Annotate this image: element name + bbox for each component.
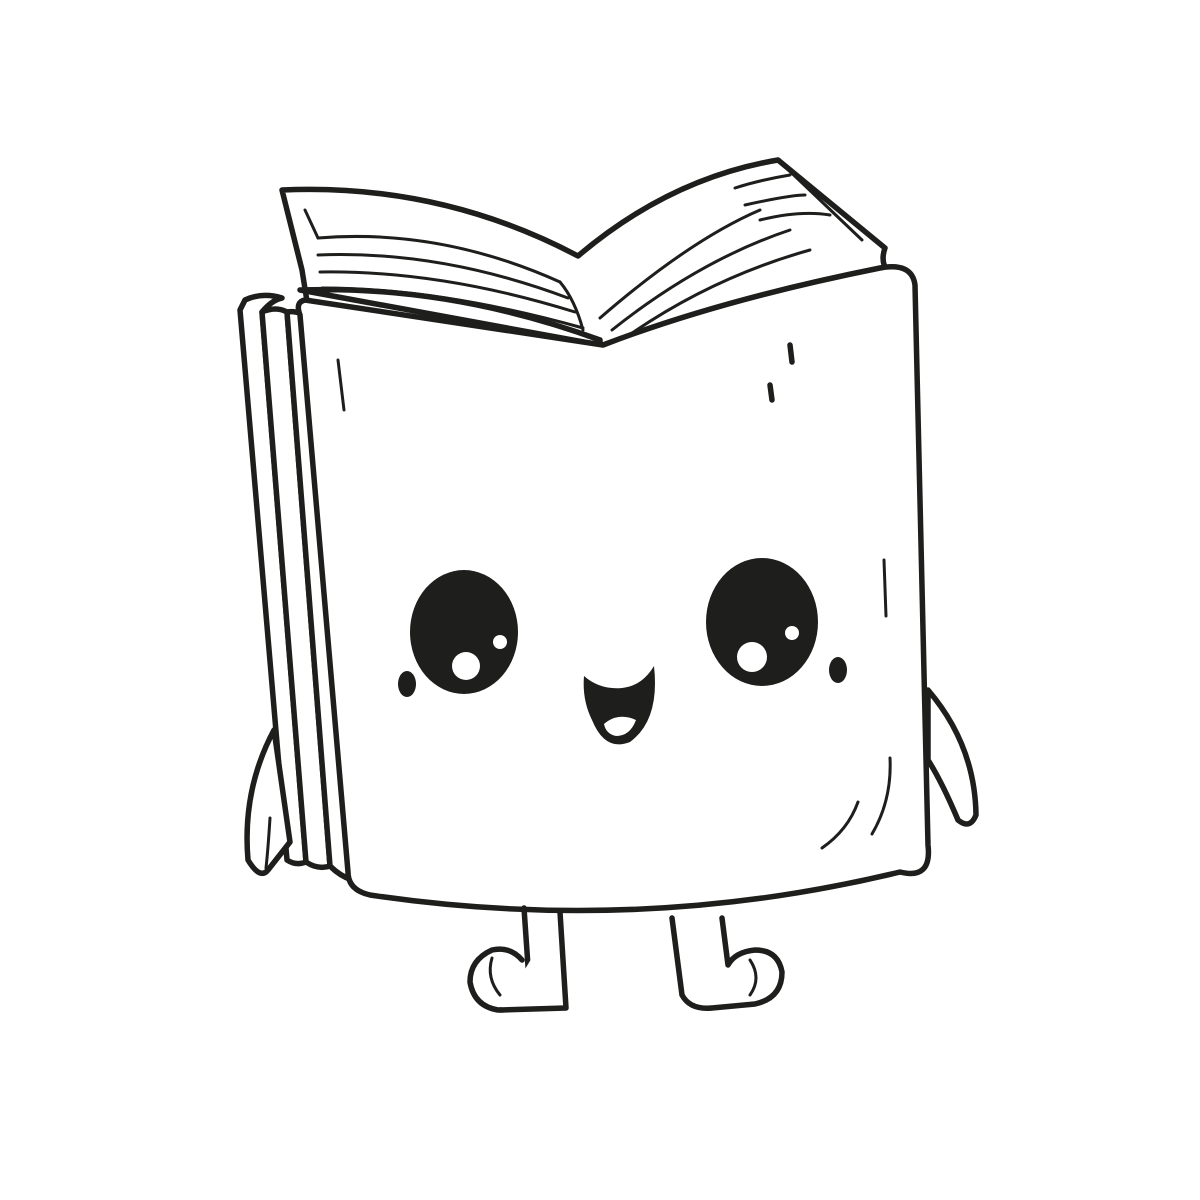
right-cheek xyxy=(829,657,847,683)
left-cheek xyxy=(398,671,416,697)
book-legs xyxy=(467,905,785,1013)
book-face xyxy=(398,558,847,745)
book-cover-body xyxy=(295,264,932,914)
book-arms xyxy=(244,687,979,877)
book-open-pages xyxy=(279,157,891,348)
right-eye xyxy=(706,558,818,686)
mouth xyxy=(583,666,655,745)
left-eye xyxy=(410,570,518,694)
